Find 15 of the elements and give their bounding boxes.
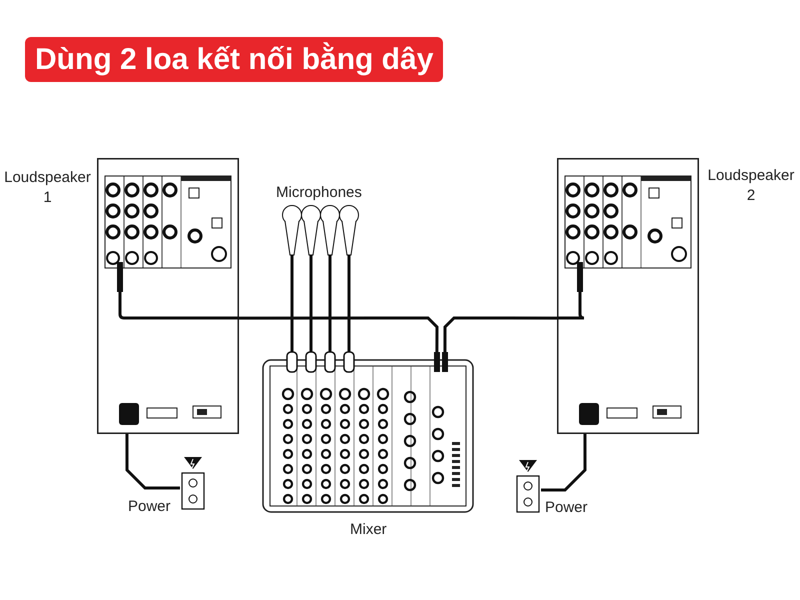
device-label: Loudspeaker 1	[3, 168, 92, 207]
title-banner: Dùng 2 loa kết nối bằng dây	[25, 37, 444, 82]
device-label: Mixer	[350, 520, 387, 540]
cable	[328, 291, 332, 352]
cable	[348, 291, 350, 352]
cable	[541, 434, 586, 492]
device-label: Power	[128, 497, 171, 516]
cable	[443, 316, 557, 352]
group-label: Microphones	[276, 184, 362, 201]
cable	[310, 291, 312, 352]
cable	[125, 434, 180, 490]
device-label: Power	[545, 498, 588, 518]
cable	[290, 291, 294, 352]
device-label: Loudspeaker 2	[706, 166, 796, 205]
cable	[239, 316, 438, 352]
